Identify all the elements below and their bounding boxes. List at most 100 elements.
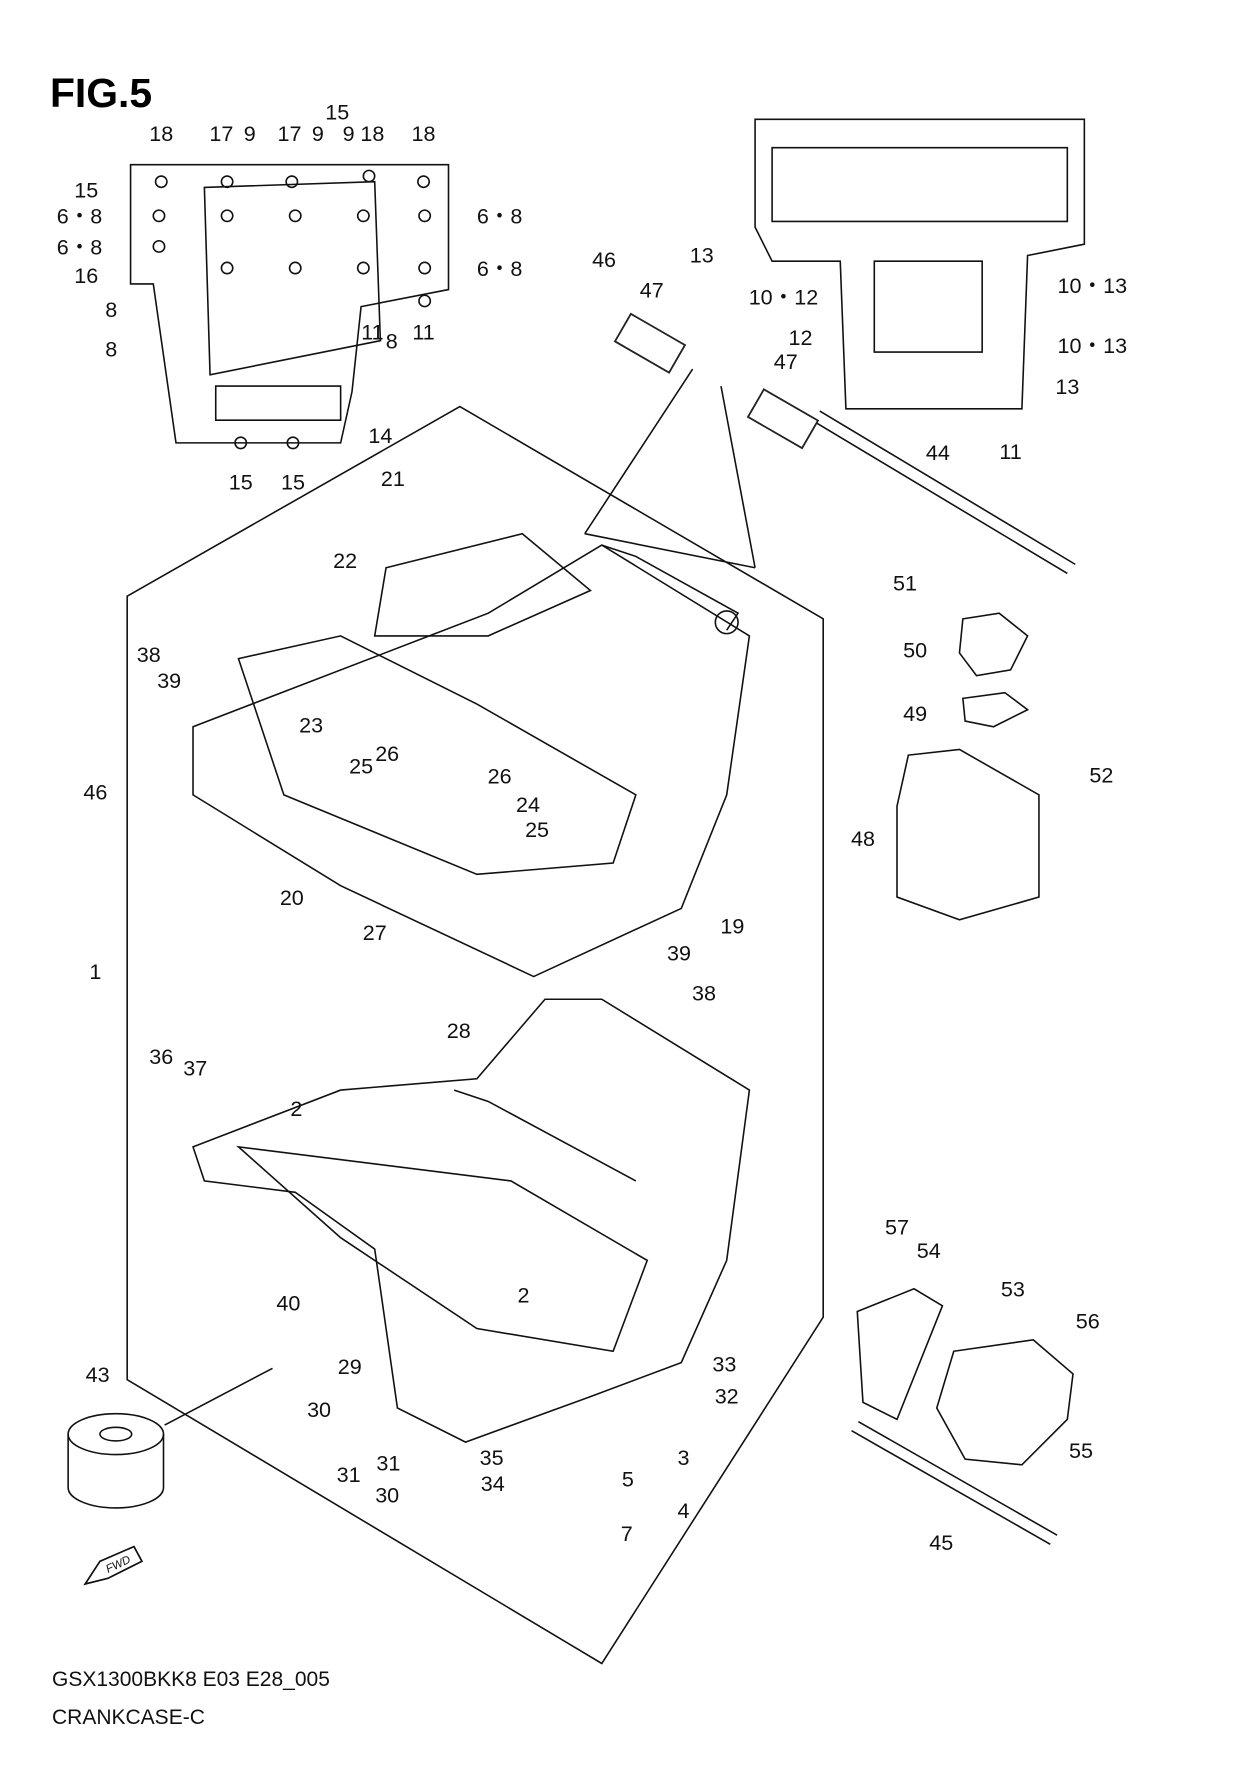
dowel-47b bbox=[746, 388, 820, 450]
bolt-hole bbox=[417, 175, 430, 189]
bolt-hole bbox=[152, 209, 166, 223]
bolt-hole bbox=[418, 209, 432, 223]
callout-5: 5 bbox=[622, 1466, 634, 1491]
callout-43: 43 bbox=[86, 1362, 110, 1387]
callout-36: 36 bbox=[149, 1044, 173, 1069]
callout-38: 38 bbox=[137, 642, 161, 667]
callout-38: 38 bbox=[692, 980, 716, 1005]
dowel-47 bbox=[613, 312, 687, 374]
callout-37: 37 bbox=[183, 1055, 207, 1080]
callout-22: 22 bbox=[333, 548, 357, 573]
bolt-hole bbox=[286, 436, 300, 450]
callout-54: 54 bbox=[917, 1238, 941, 1263]
bolt-hole bbox=[356, 209, 370, 223]
bolt-45 bbox=[851, 1420, 1058, 1545]
callout-4: 4 bbox=[678, 1498, 690, 1523]
bolt-hole bbox=[418, 261, 432, 275]
callout-16: 16 bbox=[74, 263, 98, 288]
bolt-hole bbox=[288, 209, 302, 223]
callout-17: 17 bbox=[209, 121, 233, 146]
callout-9: 9 bbox=[244, 121, 256, 146]
callout-14: 14 bbox=[368, 423, 392, 448]
callout-18: 18 bbox=[149, 121, 173, 146]
bolt-hole bbox=[152, 239, 166, 253]
water-pump-cover bbox=[935, 1339, 1074, 1466]
callout-30: 30 bbox=[307, 1397, 331, 1422]
figure-title: FIG.5 bbox=[50, 70, 152, 116]
callout-52: 52 bbox=[1089, 762, 1113, 787]
callout-6-8: 6・8 bbox=[57, 234, 103, 259]
callout-55: 55 bbox=[1069, 1438, 1093, 1463]
callout-7: 7 bbox=[621, 1521, 633, 1546]
callout-8: 8 bbox=[105, 297, 117, 322]
callout-47: 47 bbox=[774, 349, 798, 374]
callout-2: 2 bbox=[517, 1282, 529, 1307]
callout-3: 3 bbox=[678, 1445, 690, 1470]
bolt-hole bbox=[285, 175, 299, 189]
callout-35: 35 bbox=[480, 1445, 504, 1470]
callout-18: 18 bbox=[360, 121, 384, 146]
callout-11: 11 bbox=[361, 320, 383, 345]
cap bbox=[958, 612, 1029, 677]
callout-19: 19 bbox=[720, 913, 744, 938]
bolt-hole bbox=[288, 261, 302, 275]
callout-10-13: 10・13 bbox=[1058, 333, 1128, 358]
gasket bbox=[961, 691, 1030, 728]
callout-15: 15 bbox=[325, 99, 349, 124]
bolt-hole bbox=[154, 175, 168, 189]
bolt-hole bbox=[356, 261, 370, 275]
callout-23: 23 bbox=[299, 712, 323, 737]
oil-filter bbox=[67, 1412, 165, 1509]
callout-29: 29 bbox=[338, 1354, 362, 1379]
callout-11: 11 bbox=[412, 320, 434, 345]
callout-34: 34 bbox=[481, 1471, 505, 1496]
callout-9: 9 bbox=[312, 121, 324, 146]
callout-46: 46 bbox=[592, 247, 616, 272]
callout-33: 33 bbox=[712, 1352, 736, 1377]
callout-24: 24 bbox=[516, 792, 540, 817]
callout-46: 46 bbox=[83, 779, 107, 804]
bolt-44 bbox=[811, 410, 1076, 575]
callout-32: 32 bbox=[715, 1383, 739, 1408]
callout-50: 50 bbox=[903, 637, 927, 662]
bolt-hole bbox=[220, 261, 234, 275]
callout-47: 47 bbox=[640, 278, 664, 303]
callout-44: 44 bbox=[926, 440, 950, 465]
callout-21: 21 bbox=[381, 466, 405, 491]
callout-8: 8 bbox=[105, 337, 117, 362]
callout-31: 31 bbox=[337, 1462, 361, 1487]
upper-crankcase bbox=[192, 532, 751, 978]
bolt-hole bbox=[220, 175, 234, 189]
callout-10-13: 10・13 bbox=[1058, 273, 1128, 298]
callout-25: 25 bbox=[525, 817, 549, 842]
callout-8: 8 bbox=[386, 329, 398, 354]
callout-53: 53 bbox=[1001, 1277, 1025, 1302]
callout-15: 15 bbox=[281, 469, 305, 494]
callout-2: 2 bbox=[290, 1096, 302, 1121]
callout-10-12: 10・12 bbox=[749, 284, 819, 309]
callout-20: 20 bbox=[280, 885, 304, 910]
callout-57: 57 bbox=[885, 1214, 909, 1239]
callout-15: 15 bbox=[74, 178, 98, 203]
callout-12: 12 bbox=[789, 325, 813, 350]
diagram-code: GSX1300BKK8 E03 E28_005 bbox=[52, 1668, 330, 1691]
callout-40: 40 bbox=[276, 1290, 300, 1315]
bolt-hole bbox=[220, 209, 234, 223]
callout-27: 27 bbox=[363, 920, 387, 945]
callout-1: 1 bbox=[89, 959, 101, 984]
callout-6-8: 6・8 bbox=[477, 204, 523, 229]
breather-cover bbox=[896, 748, 1040, 921]
callout-26: 26 bbox=[375, 741, 399, 766]
callout-39: 39 bbox=[157, 668, 181, 693]
callout-11: 11 bbox=[999, 439, 1021, 464]
callout-39: 39 bbox=[667, 941, 691, 966]
fwd-arrow: FWD bbox=[83, 1545, 144, 1586]
lower-case-bottom-view bbox=[754, 118, 1086, 410]
callout-15: 15 bbox=[229, 469, 253, 494]
upper-case-top-view bbox=[129, 163, 450, 450]
callout-56: 56 bbox=[1076, 1309, 1100, 1334]
diagram-name: CRANKCASE-C bbox=[52, 1706, 205, 1729]
callout-31: 31 bbox=[376, 1450, 400, 1475]
water-pump-gasket bbox=[856, 1287, 944, 1421]
